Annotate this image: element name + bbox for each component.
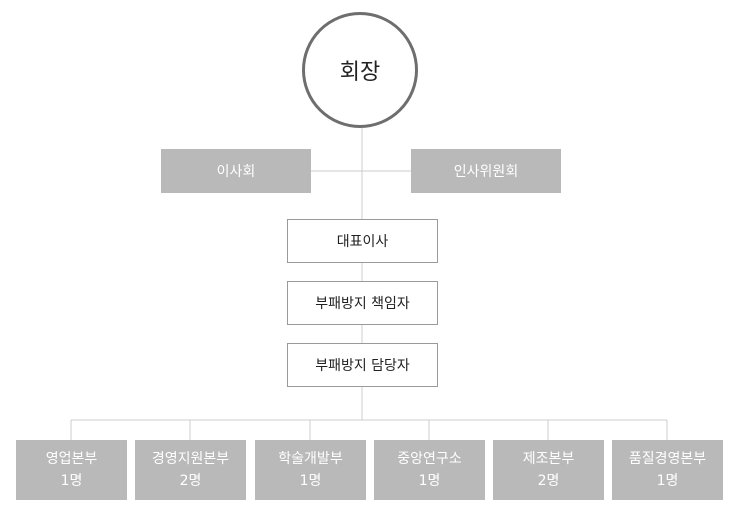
division-node: 제조본부 2명 — [493, 440, 604, 500]
chairman-label: 회장 — [339, 60, 381, 85]
ceo-label: 대표이사 — [336, 234, 389, 250]
division-count: 1명 — [418, 473, 441, 489]
anticorruption-officer-node: 부패방지 책임자 — [287, 281, 438, 325]
division-node: 품질경영본부 1명 — [612, 440, 723, 500]
hr-committee-label: 인사위원회 — [453, 164, 519, 180]
officer-label: 부패방지 책임자 — [315, 296, 410, 312]
hr-committee-node: 인사위원회 — [411, 149, 561, 193]
division-node: 학술개발부 1명 — [255, 440, 366, 500]
division-node: 영업본부 1명 — [16, 440, 127, 500]
division-count: 1명 — [299, 473, 322, 489]
division-name: 중앙연구소 — [397, 451, 462, 467]
division-count: 1명 — [60, 473, 83, 489]
board-label: 이사회 — [216, 164, 256, 180]
division-name: 학술개발부 — [278, 451, 343, 467]
division-name: 품질경영본부 — [628, 451, 707, 467]
division-node: 경영지원본부 2명 — [135, 440, 246, 500]
manager-label: 부패방지 담당자 — [315, 358, 410, 374]
chairman-node: 회장 — [302, 12, 418, 128]
division-name: 제조본부 — [522, 451, 575, 467]
division-count: 2명 — [179, 473, 202, 489]
anticorruption-manager-node: 부패방지 담당자 — [287, 343, 438, 387]
board-of-directors-node: 이사회 — [161, 149, 311, 193]
division-node: 중앙연구소 1명 — [374, 440, 485, 500]
division-name: 경영지원본부 — [151, 451, 230, 467]
division-count: 1명 — [656, 473, 679, 489]
ceo-node: 대표이사 — [287, 219, 438, 263]
division-count: 2명 — [537, 473, 560, 489]
division-name: 영업본부 — [45, 451, 98, 467]
